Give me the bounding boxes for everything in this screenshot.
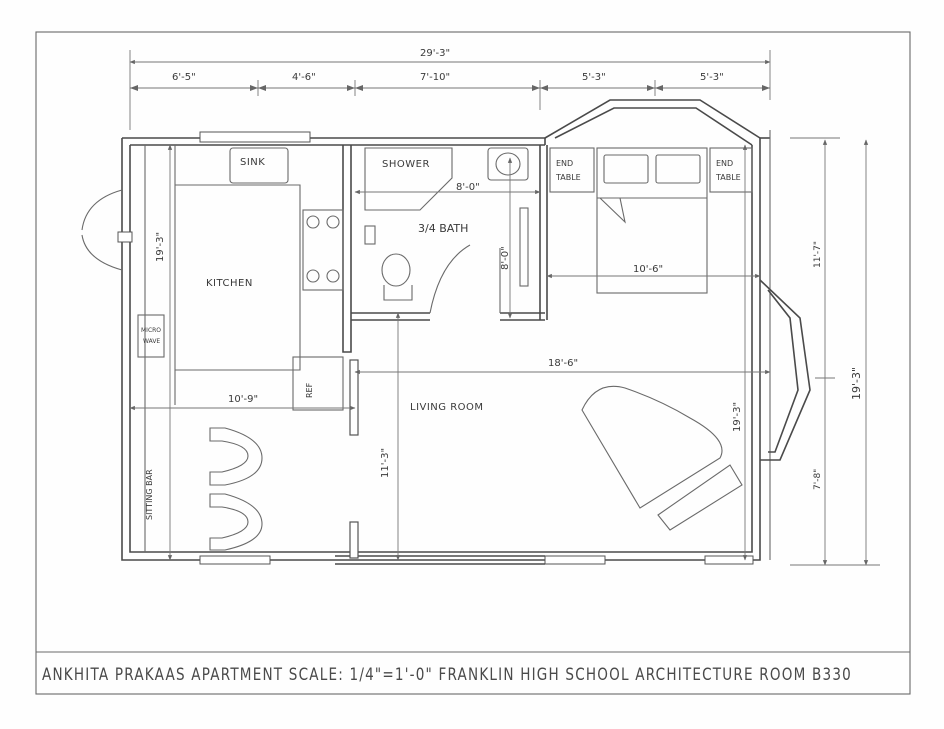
dim-shower-width: 8'-0" <box>456 182 480 193</box>
sitting-bar-label: SITTING BAR <box>145 469 154 520</box>
dim-right-lower: 7'-8" <box>813 469 823 490</box>
dim-piano-depth: 19'-3" <box>732 402 743 432</box>
bedroom: END TABLE END TABLE 10'-6" <box>546 147 761 294</box>
sink-icon <box>229 147 289 184</box>
microwave-label-2: WAVE <box>143 338 160 345</box>
living-room-label: LIVING ROOM <box>410 402 484 413</box>
dim-living-width: 18'-6" <box>548 358 578 369</box>
bar-stool-2 <box>209 493 263 551</box>
dim-kitchen-depth: 19'-3" <box>155 232 166 262</box>
end-table-left-label-2: TABLE <box>555 173 581 182</box>
dim-seg-4: 5'-3" <box>582 72 606 83</box>
right-dimensions: 11'-7" 7'-8" 19'-3" <box>790 137 880 566</box>
end-table-right-icon <box>709 147 753 193</box>
bath-label: 3/4 BATH <box>418 222 468 235</box>
kitchen-label: KITCHEN <box>206 278 253 289</box>
dim-living-depth: 11'-3" <box>380 448 391 478</box>
end-table-left-label-1: END <box>556 159 573 168</box>
bathroom: SHOWER 8'-0" 3/4 BATH 8'-0" <box>354 147 541 319</box>
drawing-border <box>35 31 911 695</box>
sink-label: SINK <box>240 157 265 168</box>
top-dimensions: 29'-3" 6'-5" 4'-6" 7'-10" 5'-3" 5'-3" <box>129 48 771 130</box>
toilet-icon <box>381 253 411 287</box>
dim-kitchen-width: 10'-9" <box>228 394 258 405</box>
title-block-text: ANKHITA PRAKAAS APARTMENT SCALE: 1/4"=1'… <box>42 665 852 685</box>
dim-bath-depth: 8'-0" <box>500 246 511 270</box>
towel-bar-icon <box>519 207 529 287</box>
dim-right-overall: 19'-3" <box>850 367 863 400</box>
dim-right-upper: 11'-7" <box>813 241 823 268</box>
pillow-icon <box>655 154 701 184</box>
piano-icon <box>581 385 723 509</box>
ref-label: REF <box>305 382 314 398</box>
bed-sheet-fold <box>599 197 626 224</box>
exterior-walls <box>121 99 811 565</box>
bar-stool-1 <box>209 427 263 486</box>
dim-seg-1: 6'-5" <box>172 72 196 83</box>
kitchen-dimensions: 19'-3" 10'-9" <box>129 144 356 561</box>
dim-overall-width: 29'-3" <box>420 48 450 59</box>
pillow-icon <box>603 154 649 184</box>
end-table-right-label-1: END <box>716 159 733 168</box>
bath-door-swing <box>429 244 471 314</box>
end-table-right-label-2: TABLE <box>715 173 741 182</box>
dim-bed-width: 10'-6" <box>633 264 663 275</box>
left-entry-doors <box>81 189 133 271</box>
living-room: 18'-6" LIVING ROOM 11'-3" 19'-3" <box>354 144 771 561</box>
dim-seg-3: 7'-10" <box>420 72 450 83</box>
stove-icon <box>302 209 344 291</box>
bed-icon <box>596 147 708 294</box>
shower-label: SHOWER <box>382 159 430 170</box>
toilet-tank-icon <box>364 225 376 245</box>
dim-seg-5: 5'-3" <box>700 72 724 83</box>
piano-bench-icon <box>657 464 743 531</box>
dim-seg-2: 4'-6" <box>292 72 316 83</box>
kitchen: SINK KITCHEN MICRO WAVE REF SITTING BAR <box>137 145 344 552</box>
microwave-icon <box>137 314 165 358</box>
microwave-label-1: MICRO <box>141 327 161 334</box>
end-table-left-icon <box>549 147 595 193</box>
